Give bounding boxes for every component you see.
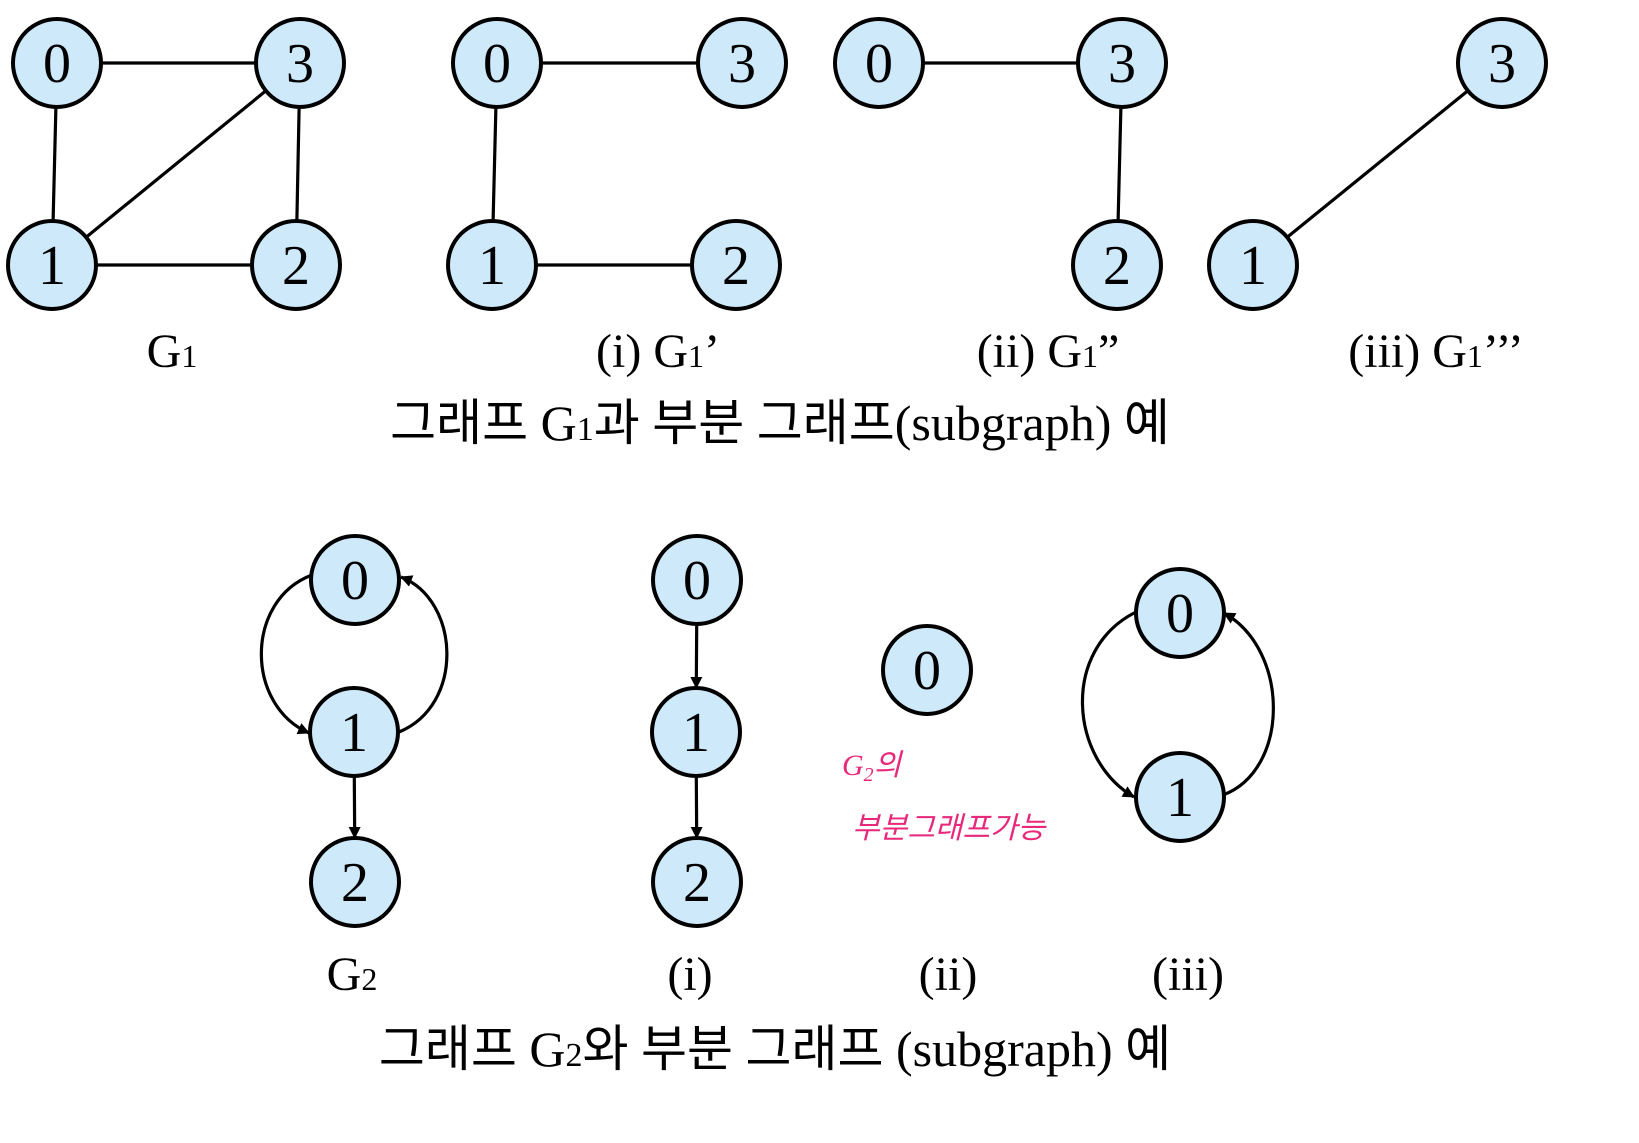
annotation-line-1: G2의 (842, 749, 904, 786)
edge-g1-i-0-1 (491, 106, 498, 222)
node-circle (881, 624, 973, 716)
node-circle (651, 836, 743, 928)
caption-top: 그래프 G1과 부분 그래프(subgraph) 예 (390, 395, 1170, 451)
node-label: 0 (1166, 583, 1194, 645)
node-circle (250, 219, 342, 311)
node-circle (1076, 17, 1168, 109)
node-label: 0 (913, 640, 941, 702)
label-g2-iii: (iii) (1152, 948, 1224, 1001)
caption-bottom: 그래프 G2와 부분 그래프 (subgraph) 예 (379, 1021, 1171, 1077)
label-g2-i: (i) (667, 948, 712, 1001)
node-circle (309, 836, 401, 928)
node-circle (11, 17, 103, 109)
node-g2-i-0: 0 (651, 534, 743, 626)
node-label: 3 (1108, 33, 1136, 95)
node-label: 1 (38, 235, 66, 297)
node-g1-i-2: 2 (690, 219, 782, 311)
node-label: 2 (683, 852, 711, 914)
node-label: 0 (341, 550, 369, 612)
node-g1-iii-1: 1 (1207, 219, 1299, 311)
edge-g1-ii-3-2 (1116, 106, 1123, 222)
edge-g1-3-2 (295, 106, 301, 222)
node-g2-iii-1: 1 (1134, 751, 1226, 843)
node-g2-iii-0: 0 (1134, 567, 1226, 659)
edges-layer (51, 61, 1469, 840)
node-circle (1134, 751, 1226, 843)
node-g2-i-2: 2 (651, 836, 743, 928)
node-g2-ii-0: 0 (881, 624, 973, 716)
node-circle (308, 686, 400, 778)
edge-g1-0-1 (51, 106, 58, 222)
edge-g1-1-3 (85, 89, 267, 239)
label-g2-ii: (ii) (919, 948, 978, 1001)
node-label: 1 (1166, 767, 1194, 829)
edge-g2-0-1 (259, 573, 313, 735)
node-circle (6, 219, 98, 311)
node-g1-1: 1 (6, 219, 98, 311)
edge-g2-iii-1-0 (1222, 611, 1275, 797)
node-g1-i-1: 1 (446, 219, 538, 311)
node-circle (650, 686, 742, 778)
node-g1-iii-3: 3 (1456, 17, 1548, 109)
node-label: 0 (43, 33, 71, 95)
node-circle (1071, 219, 1163, 311)
node-g1-0: 0 (11, 17, 103, 109)
edge-g1-iii-1-3 (1286, 89, 1469, 239)
node-circle (451, 17, 543, 109)
node-label: 1 (682, 702, 710, 764)
node-label: 1 (1239, 235, 1267, 297)
node-circle (690, 219, 782, 311)
edge-g2-iii-0-1 (1080, 610, 1137, 799)
node-circle (696, 17, 788, 109)
annotation-line-2: 부분그래프가능 (852, 812, 1048, 845)
node-label: 2 (1103, 235, 1131, 297)
node-g2-0: 0 (309, 534, 401, 626)
node-g1-ii-2: 2 (1071, 219, 1163, 311)
label-g2: G2 (327, 948, 378, 1001)
edge-g2-1-0 (398, 575, 449, 734)
node-label: 2 (341, 852, 369, 914)
node-circle (309, 534, 401, 626)
node-label: 1 (478, 235, 506, 297)
node-g2-1: 1 (308, 686, 400, 778)
node-label: 3 (728, 33, 756, 95)
node-circle (254, 17, 346, 109)
node-circle (651, 534, 743, 626)
label-g1-ii: (ii) G1” (977, 325, 1120, 378)
node-g2-i-1: 1 (650, 686, 742, 778)
node-label: 0 (483, 33, 511, 95)
node-g1-ii-0: 0 (833, 17, 925, 109)
nodes-layer: 0 1 2 3 0 1 2 3 0 2 3 1 3 0 1 2 0 1 2 0 0 1 (6, 17, 1548, 928)
label-g1-i: (i) G1’ (596, 325, 720, 378)
node-g1-2: 2 (250, 219, 342, 311)
label-g1-iii: (iii) G1’’’ (1348, 325, 1523, 378)
node-label: 2 (722, 235, 750, 297)
node-label: 0 (683, 550, 711, 612)
node-g2-2: 2 (309, 836, 401, 928)
label-g1: G1 (147, 325, 198, 378)
node-circle (1134, 567, 1226, 659)
node-circle (833, 17, 925, 109)
node-label: 3 (1488, 33, 1516, 95)
node-label: 1 (340, 702, 368, 764)
node-label: 3 (286, 33, 314, 95)
node-g1-i-0: 0 (451, 17, 543, 109)
node-circle (1207, 219, 1299, 311)
node-label: 0 (865, 33, 893, 95)
node-g1-ii-3: 3 (1076, 17, 1168, 109)
node-circle (1456, 17, 1548, 109)
node-label: 2 (282, 235, 310, 297)
node-circle (446, 219, 538, 311)
node-g1-3: 3 (254, 17, 346, 109)
node-g1-i-3: 3 (696, 17, 788, 109)
